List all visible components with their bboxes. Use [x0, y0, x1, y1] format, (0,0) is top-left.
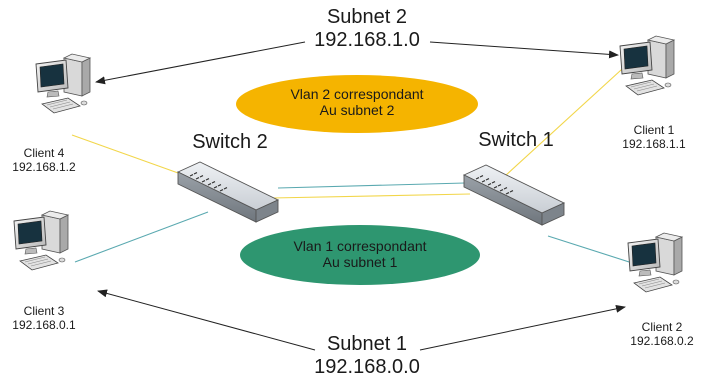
client-4-ip: 192.168.1.2 — [12, 159, 76, 174]
link-client3-switch2 — [74, 211, 209, 263]
client-4-name: Client 4 — [23, 146, 65, 160]
subnet1-arrow-right — [419, 304, 626, 351]
client-3-name: Client 3 — [23, 304, 65, 318]
subnet2-arrow-left — [95, 41, 306, 85]
link-switch-vlan1 — [277, 182, 466, 189]
vlan-2-line2: Au subnet 2 — [319, 102, 395, 119]
subnet-2-label: Subnet 2 192.168.1.0 — [292, 6, 442, 52]
subnet-1-address: 192.168.0.0 — [314, 356, 420, 378]
client-3-ip: 192.168.0.1 — [12, 317, 76, 332]
client-2-ip: 192.168.0.2 — [630, 333, 694, 348]
link-client4-switch2 — [71, 134, 193, 179]
vlan2-ellipse — [236, 75, 478, 133]
switch-2-icon — [177, 161, 279, 223]
subnet-1-name: Subnet 1 — [326, 333, 408, 355]
subnet2-arrows — [95, 41, 619, 85]
subnet-1-label: Subnet 1 192.168.0.0 — [292, 333, 442, 379]
subnet-2-address: 192.168.1.0 — [314, 29, 420, 51]
client-3-computer-icon — [13, 210, 69, 271]
subnet1-arrow-left — [97, 289, 316, 351]
link-switch1-client1 — [504, 59, 633, 177]
client-4-computer-icon — [35, 53, 91, 114]
vlan-2-line1: Vlan 2 correspondant — [290, 86, 424, 102]
client-2-label: Client 2 192.168.0.2 — [622, 320, 702, 349]
vlan-1-line2: Au subnet 1 — [322, 254, 398, 271]
subnet1-arrows — [97, 289, 626, 351]
client-1-computer-icon — [619, 35, 675, 96]
switch-1-label: Switch 1 — [478, 129, 554, 151]
client-4-label: Client 4 192.168.1.2 — [4, 146, 84, 175]
vlan-2-label: Vlan 2 correspondant Au subnet 2 — [257, 86, 457, 118]
switch-1-icon — [463, 164, 565, 226]
vlan-1-line1: Vlan 1 correspondant — [293, 238, 427, 254]
client-2-name: Client 2 — [641, 320, 683, 334]
link-switch-vlan2 — [271, 193, 471, 199]
switch-2-label: Switch 2 — [192, 131, 268, 153]
vlan-1-label: Vlan 1 correspondant Au subnet 1 — [260, 238, 460, 270]
client-1-label: Client 1 192.168.1.1 — [614, 123, 694, 152]
subnet2-arrow-right — [429, 41, 619, 59]
vlan1-ellipse — [240, 225, 480, 285]
client-1-ip: 192.168.1.1 — [622, 136, 686, 151]
client-2-computer-icon — [627, 232, 683, 293]
client-3-label: Client 3 192.168.0.1 — [4, 304, 84, 333]
client-1-name: Client 1 — [633, 123, 675, 137]
subnet-2-name: Subnet 2 — [326, 6, 408, 28]
